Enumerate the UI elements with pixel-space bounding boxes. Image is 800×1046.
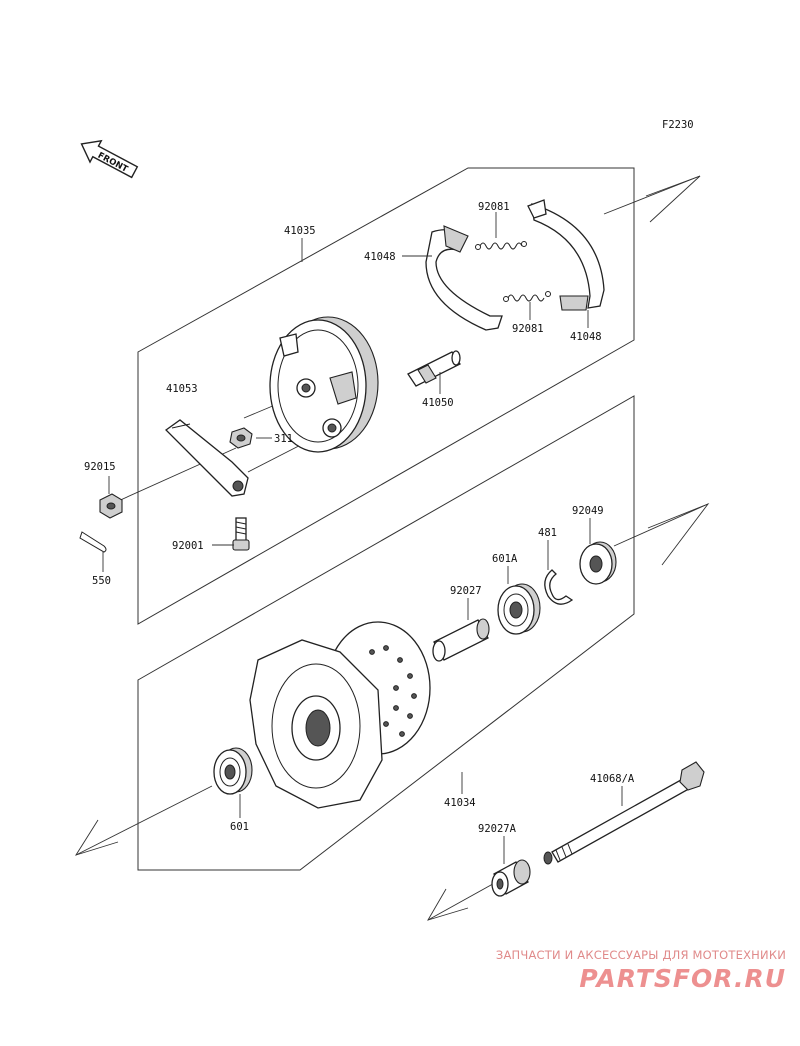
brake-shoe-right [527,199,605,311]
part-label-92001: 92001 [172,540,204,552]
part-label-311: 311 [274,433,293,445]
oil-seal [579,541,617,585]
part-label-601: 601 [230,821,249,833]
part-label-41035: 41035 [284,225,316,237]
cotter-pin-icon [79,531,107,553]
spring-upper-icon [475,241,527,250]
part-label-481: 481 [538,527,557,539]
part-label-550: 550 [92,575,111,587]
part-label-92027: 92027 [450,585,482,597]
watermark-tagline: ЗАПЧАСТИ И АКСЕССУАРЫ ДЛЯ МОТОТЕХНИКИ [495,948,786,962]
part-label-41048-right: 41048 [570,331,602,343]
bearing-601a [497,583,541,635]
bearing-601 [213,747,253,795]
hub-spacer [432,618,490,662]
part-label-41068a: 41068/A [590,773,635,785]
watermark: ЗАПЧАСТИ И АКСЕССУАРЫ ДЛЯ МОТОТЕХНИКИ PA… [496,948,786,993]
part-label-41050: 41050 [422,397,454,409]
bolt-92001-icon [232,517,250,551]
front-arrow-icon: FRONT [80,139,139,179]
part-label-41034: 41034 [444,797,476,809]
diagram-code: F2230 [662,119,694,131]
part-label-601a: 601A [492,553,518,565]
nut-311-icon [229,427,253,449]
brake-panel [269,316,379,453]
brake-cam-lever [164,419,249,497]
axle-collar [491,859,531,897]
alignment-lines [74,175,710,921]
part-label-41048-left: 41048 [364,251,396,263]
axle-bolt [543,761,705,865]
part-label-41053: 41053 [166,383,198,395]
part-label-92027a: 92027A [478,823,517,835]
part-label-92049: 92049 [572,505,604,517]
brake-group-frame [137,167,635,625]
watermark-logo: PARTSFOR.RU [579,964,786,993]
leader-lines [102,212,623,864]
brake-shoe-left [425,225,503,331]
wheel-hub [249,621,431,809]
hub-group-frame [137,395,635,871]
part-label-92015: 92015 [84,461,116,473]
spring-lower-icon [503,291,551,302]
brake-camshaft [407,350,461,387]
nut-92015-icon [99,493,123,519]
circlip-icon [544,569,574,605]
part-label-92081-upper: 92081 [478,201,510,213]
part-label-92081-lower: 92081 [512,323,544,335]
